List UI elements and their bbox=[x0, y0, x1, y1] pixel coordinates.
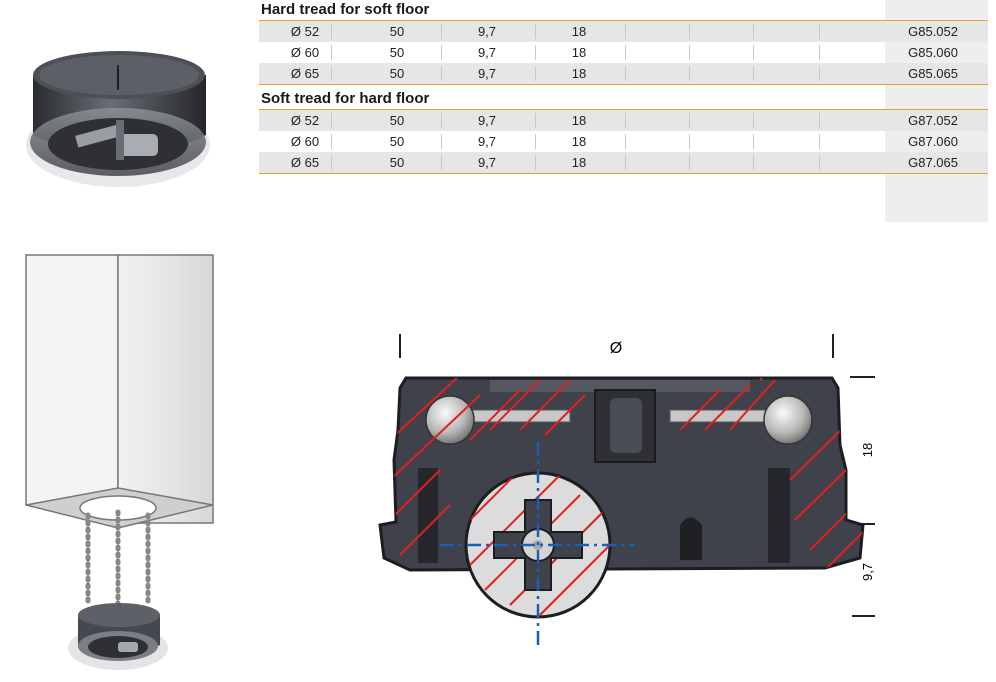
article-code: G85.060 bbox=[908, 45, 958, 60]
table-row: Ø 60 50 9,7 18 G85.060 bbox=[259, 42, 988, 63]
column-divider bbox=[535, 113, 536, 128]
column-divider bbox=[753, 134, 754, 149]
cell-value: 9,7 bbox=[477, 134, 497, 149]
column-divider bbox=[819, 24, 820, 39]
column-divider bbox=[689, 24, 690, 39]
table-row: Ø 65 50 9,7 18 G87.065 bbox=[259, 152, 988, 174]
column-divider bbox=[753, 155, 754, 170]
column-divider bbox=[689, 134, 690, 149]
table-row: Ø 52 50 9,7 18 G85.052 bbox=[259, 21, 988, 42]
steel-ball-left bbox=[425, 395, 475, 445]
cell-value: 18 bbox=[571, 113, 587, 128]
column-divider bbox=[331, 113, 332, 128]
table-row: Ø 52 50 9,7 18 G87.052 bbox=[259, 110, 988, 131]
article-code: G87.065 bbox=[908, 155, 958, 170]
cell-value: 18 bbox=[571, 45, 587, 60]
column-divider bbox=[625, 45, 626, 60]
diameter-cell: Ø 52 bbox=[290, 24, 320, 39]
column-divider bbox=[535, 155, 536, 170]
cell-value: 50 bbox=[389, 45, 405, 60]
column-divider bbox=[441, 66, 442, 81]
spec-table: Hard tread for soft floor Ø 52 50 9,7 18… bbox=[259, 0, 988, 174]
column-divider bbox=[819, 113, 820, 128]
column-divider bbox=[331, 24, 332, 39]
cell-value: 50 bbox=[389, 134, 405, 149]
cell-value: 18 bbox=[571, 24, 587, 39]
diameter-symbol: Ø bbox=[290, 113, 302, 128]
column-divider bbox=[625, 24, 626, 39]
diameter-cell: Ø 60 bbox=[290, 45, 320, 60]
cell-value: 50 bbox=[389, 24, 405, 39]
column-divider bbox=[331, 45, 332, 60]
column-divider bbox=[625, 134, 626, 149]
cell-value: 9,7 bbox=[477, 45, 497, 60]
column-divider bbox=[753, 113, 754, 128]
cell-value: 50 bbox=[389, 113, 405, 128]
column-divider bbox=[535, 134, 536, 149]
column-divider bbox=[441, 155, 442, 170]
diameter-cell: Ø 52 bbox=[290, 113, 320, 128]
table-row: Ø 65 50 9,7 18 G85.065 bbox=[259, 63, 988, 85]
cell-value: 9,7 bbox=[477, 66, 497, 81]
column-divider bbox=[535, 45, 536, 60]
section-rule bbox=[259, 20, 988, 21]
column-divider bbox=[331, 155, 332, 170]
column-divider bbox=[819, 45, 820, 60]
column-divider bbox=[819, 155, 820, 170]
column-divider bbox=[753, 24, 754, 39]
column-divider bbox=[753, 66, 754, 81]
column-divider bbox=[689, 45, 690, 60]
base-dimension-label: 9,7 bbox=[860, 563, 875, 581]
diameter-cell: Ø 60 bbox=[290, 134, 320, 149]
column-divider bbox=[535, 24, 536, 39]
glide-product-photo bbox=[26, 51, 210, 187]
column-divider bbox=[625, 113, 626, 128]
column-divider bbox=[535, 66, 536, 81]
cell-value: 9,7 bbox=[477, 24, 497, 39]
article-code: G87.060 bbox=[908, 134, 958, 149]
cell-value: 18 bbox=[571, 66, 587, 81]
column-divider bbox=[441, 45, 442, 60]
column-divider bbox=[441, 134, 442, 149]
cell-value: 50 bbox=[389, 155, 405, 170]
column-divider bbox=[441, 24, 442, 39]
article-code: G87.052 bbox=[908, 113, 958, 128]
diameter-symbol: Ø bbox=[290, 45, 302, 60]
column-divider bbox=[331, 66, 332, 81]
diameter-cell: Ø 65 bbox=[290, 155, 320, 170]
cell-value: 9,7 bbox=[477, 155, 497, 170]
article-code: G85.052 bbox=[908, 24, 958, 39]
column-divider bbox=[689, 66, 690, 81]
cell-value: 9,7 bbox=[477, 113, 497, 128]
section-title: Soft tread for hard floor bbox=[261, 90, 430, 107]
technical-drawing: Ø 18 9,7 bbox=[378, 334, 875, 645]
column-divider bbox=[689, 113, 690, 128]
diameter-symbol: Ø bbox=[290, 155, 302, 170]
cell-value: 50 bbox=[389, 66, 405, 81]
column-divider bbox=[689, 155, 690, 170]
section-hard-tread: Hard tread for soft floor Ø 52 50 9,7 18… bbox=[259, 0, 988, 85]
leg-installation-illustration bbox=[25, 254, 214, 670]
column-divider bbox=[625, 66, 626, 81]
cell-value: 18 bbox=[571, 134, 587, 149]
column-divider bbox=[441, 113, 442, 128]
diameter-symbol: Ø bbox=[290, 134, 302, 149]
column-divider bbox=[819, 66, 820, 81]
column-divider bbox=[625, 155, 626, 170]
steel-ball-right bbox=[763, 395, 813, 445]
column-divider bbox=[753, 45, 754, 60]
diameter-dimension-label: Ø bbox=[610, 340, 622, 357]
column-divider bbox=[819, 134, 820, 149]
diameter-symbol: Ø bbox=[290, 66, 302, 81]
section-title: Hard tread for soft floor bbox=[261, 1, 430, 18]
article-code: G85.065 bbox=[908, 66, 958, 81]
diameter-symbol: Ø bbox=[290, 24, 302, 39]
column-divider bbox=[331, 134, 332, 149]
height-dimension-label: 18 bbox=[860, 443, 875, 457]
section-soft-tread: Soft tread for hard floor Ø 52 50 9,7 18… bbox=[259, 89, 988, 174]
diameter-cell: Ø 65 bbox=[290, 66, 320, 81]
section-rule bbox=[259, 109, 988, 110]
table-row: Ø 60 50 9,7 18 G87.060 bbox=[259, 131, 988, 152]
cell-value: 18 bbox=[571, 155, 587, 170]
